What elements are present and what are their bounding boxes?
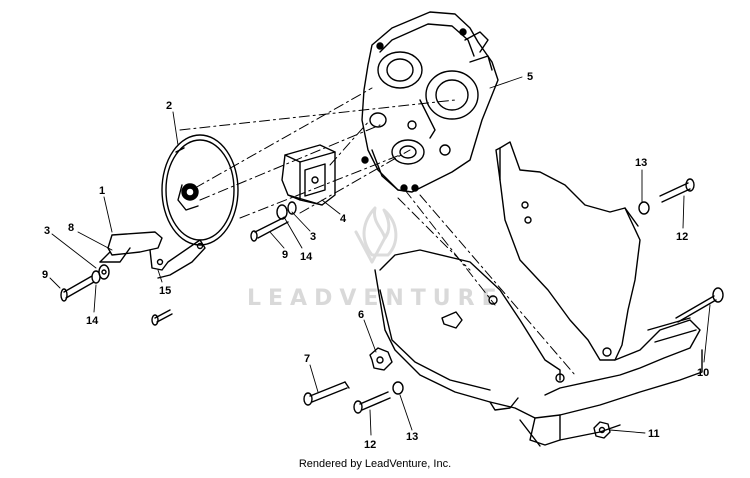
- hardware-middle: [250, 201, 297, 242]
- callout-3-mid: 3: [310, 231, 316, 243]
- leader-lines: [49, 76, 711, 436]
- callout-15: 15: [159, 285, 171, 297]
- callout-12-lower: 12: [364, 439, 376, 451]
- long-bolt-part10: [675, 287, 724, 323]
- clip-part6: [369, 347, 393, 371]
- callout-9-left: 9: [42, 269, 48, 281]
- callout-13-upper: 13: [635, 157, 647, 169]
- watermark-logo: [354, 206, 398, 264]
- callout-3-left: 3: [44, 225, 50, 237]
- watermark-text: LEADVENTURE: [247, 286, 504, 311]
- callout-13-lower: 13: [406, 431, 418, 443]
- bracket: [99, 231, 206, 279]
- round-plate: [441, 311, 463, 329]
- callout-2: 2: [166, 100, 172, 112]
- callout-8: 8: [68, 222, 74, 234]
- callout-11: 11: [648, 428, 660, 440]
- alignment-lines: [179, 87, 576, 376]
- bolt-part12-upper: [638, 178, 695, 215]
- transmission-housing: [361, 11, 499, 193]
- callout-6: 6: [358, 309, 364, 321]
- footer-credit: Rendered by LeadVenture, Inc.: [298, 458, 452, 470]
- callout-7: 7: [304, 353, 310, 365]
- hardware-left: [60, 264, 173, 326]
- pulley: [161, 134, 239, 246]
- frame-rail: [374, 141, 703, 447]
- mount-block: [281, 144, 336, 206]
- callout-labels: 1 2 3 8 9 14 15 4 3 9 14 5 6 7 12 13 13 …: [42, 71, 709, 451]
- callout-14-left: 14: [86, 315, 99, 327]
- callout-12-upper: 12: [676, 231, 688, 243]
- callout-10: 10: [697, 367, 709, 379]
- callout-1: 1: [99, 185, 105, 197]
- bolt-part12-lower: [353, 381, 404, 414]
- callout-5: 5: [527, 71, 533, 83]
- callout-4: 4: [340, 213, 347, 225]
- nut-part11: [593, 421, 611, 439]
- callout-14-mid: 14: [300, 251, 313, 263]
- bolt-part7: [303, 381, 350, 406]
- callout-9-mid: 9: [282, 249, 288, 261]
